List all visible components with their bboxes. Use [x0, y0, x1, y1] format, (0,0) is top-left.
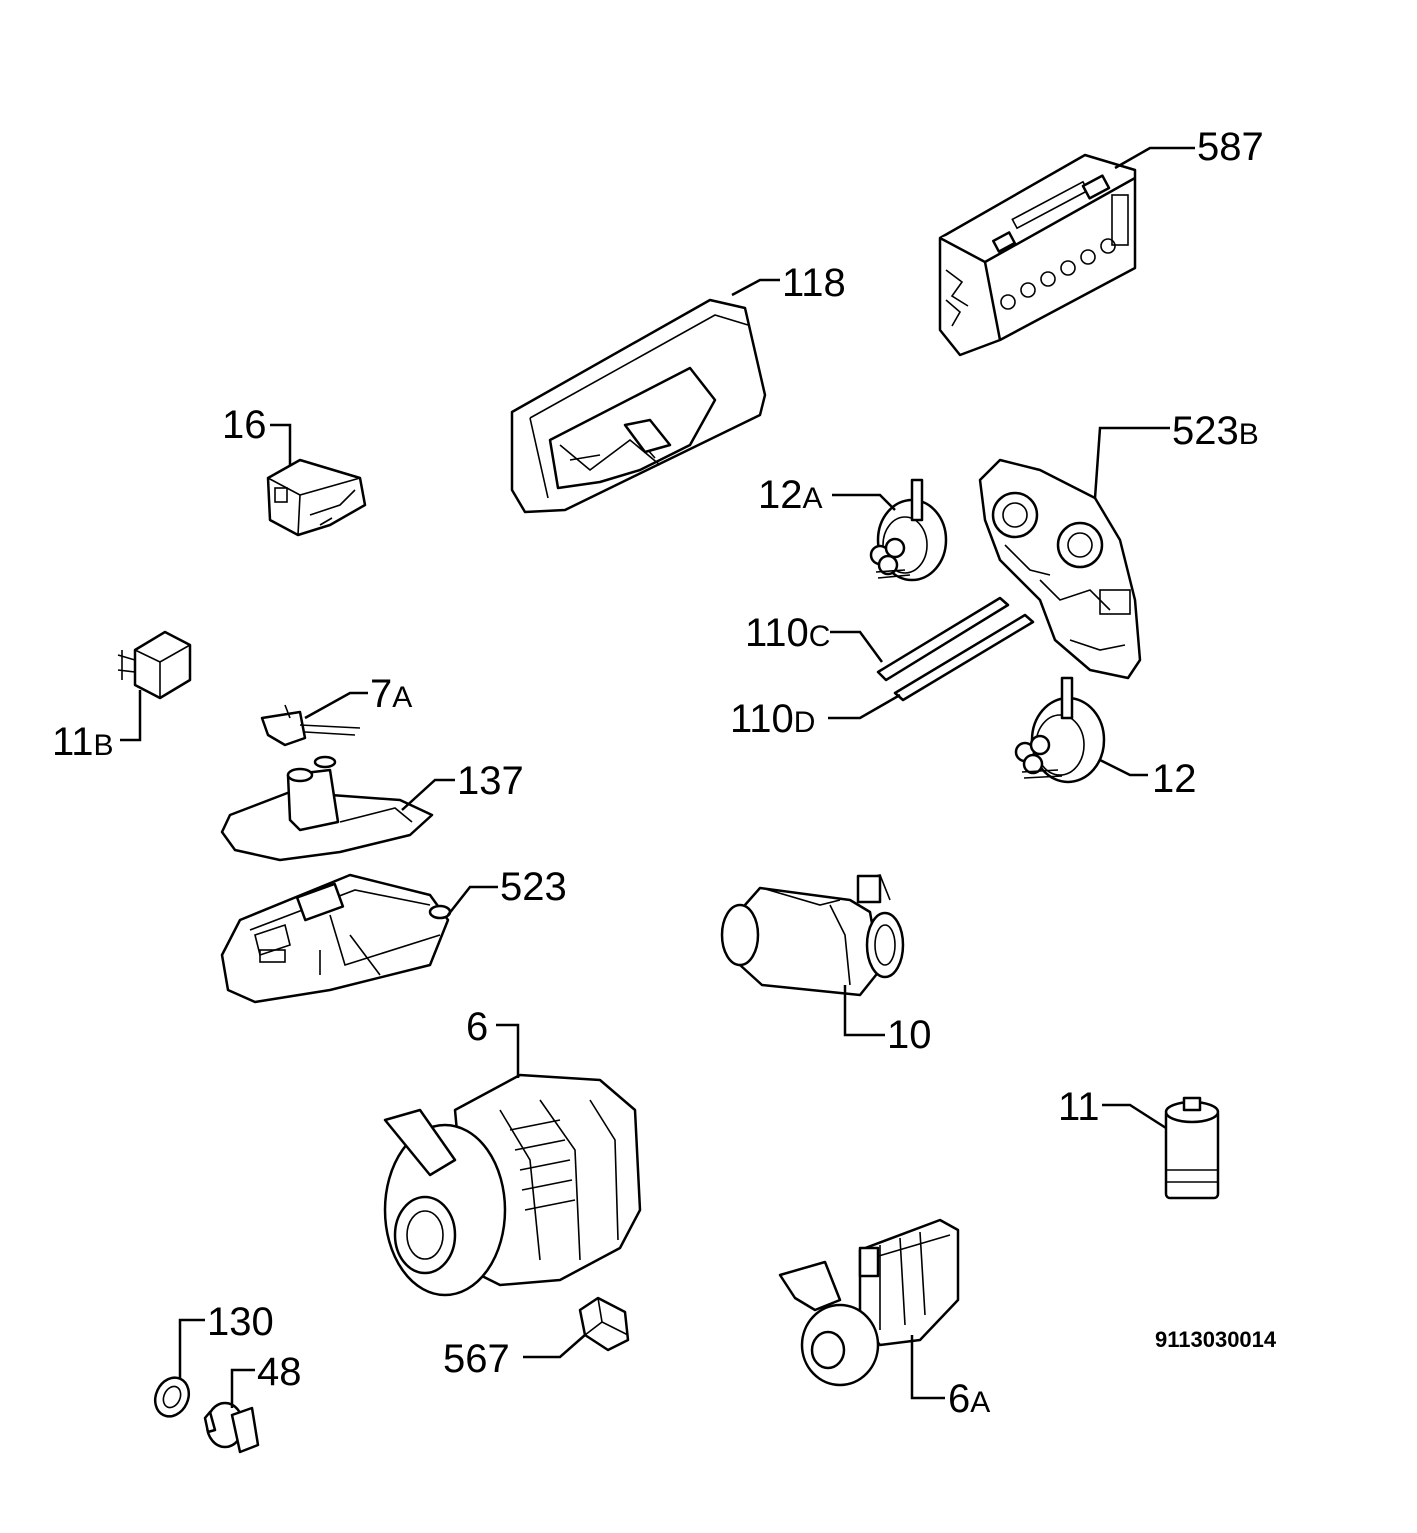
part-11-capacitor	[1164, 1096, 1220, 1200]
leader-16	[270, 423, 292, 465]
leader-130	[178, 1318, 205, 1378]
part-523-heater-housing	[220, 873, 452, 1004]
part-6a-drain-pump	[778, 1218, 960, 1387]
part-labels: 587 118 16 523B 12A 110C 110D 12 11B 7A …	[52, 125, 1277, 1421]
label-10: 10	[887, 1013, 932, 1057]
leader-11	[1102, 1103, 1167, 1130]
part-12a-pressure-switch	[869, 478, 948, 582]
label-12: 12	[1152, 757, 1197, 801]
part-110c-tube	[876, 596, 1010, 682]
part-48-plug	[203, 1401, 260, 1454]
leader-587	[1114, 146, 1195, 170]
leader-110d	[828, 693, 901, 720]
leader-6	[496, 1023, 520, 1078]
part-523b-bracket	[978, 458, 1142, 680]
part-130-seal-ring	[153, 1376, 191, 1418]
label-130: 130	[207, 1300, 274, 1344]
part-567-clip	[578, 1296, 630, 1352]
part-587-control-module	[938, 153, 1137, 357]
leader-10	[843, 985, 885, 1037]
part-110d-tube	[893, 613, 1035, 702]
leader-12a	[832, 493, 896, 511]
leader-48	[230, 1368, 255, 1408]
leader-523	[447, 885, 498, 916]
part-12-pressure-switch	[1014, 676, 1106, 784]
part-10-valve	[720, 874, 905, 997]
label-6a: 6A	[948, 1377, 990, 1421]
label-11: 11	[1058, 1085, 1100, 1129]
leader-523b	[1093, 426, 1170, 499]
leader-137	[401, 778, 455, 811]
diagram-code: 9113030014	[1155, 1327, 1277, 1352]
leader-12	[1099, 758, 1148, 777]
leader-567	[523, 1334, 586, 1359]
leader-7a	[304, 691, 368, 720]
part-11b-relay	[117, 630, 192, 700]
label-523: 523	[500, 865, 567, 909]
label-6: 6	[466, 1005, 488, 1049]
label-137: 137	[457, 759, 524, 803]
label-587: 587	[1197, 125, 1264, 169]
label-110d: 110D	[730, 697, 815, 741]
label-16: 16	[222, 403, 267, 447]
label-110c: 110C	[745, 611, 830, 655]
label-523b: 523B	[1172, 409, 1259, 453]
leader-110c	[830, 630, 884, 663]
label-11b: 11B	[52, 720, 114, 764]
part-137-lid	[220, 755, 434, 862]
part-16-switch	[266, 458, 367, 537]
label-118: 118	[782, 261, 846, 305]
label-7a: 7A	[370, 672, 412, 716]
leader-6a	[910, 1335, 945, 1400]
label-567: 567	[443, 1337, 510, 1381]
leader-11b	[120, 690, 142, 742]
part-7a-element	[260, 704, 361, 747]
part-118-cover-panel	[510, 298, 767, 514]
leader-118	[731, 278, 780, 297]
part-6-pump-motor	[383, 1073, 642, 1297]
label-48: 48	[257, 1350, 302, 1394]
label-12a: 12A	[758, 473, 823, 517]
